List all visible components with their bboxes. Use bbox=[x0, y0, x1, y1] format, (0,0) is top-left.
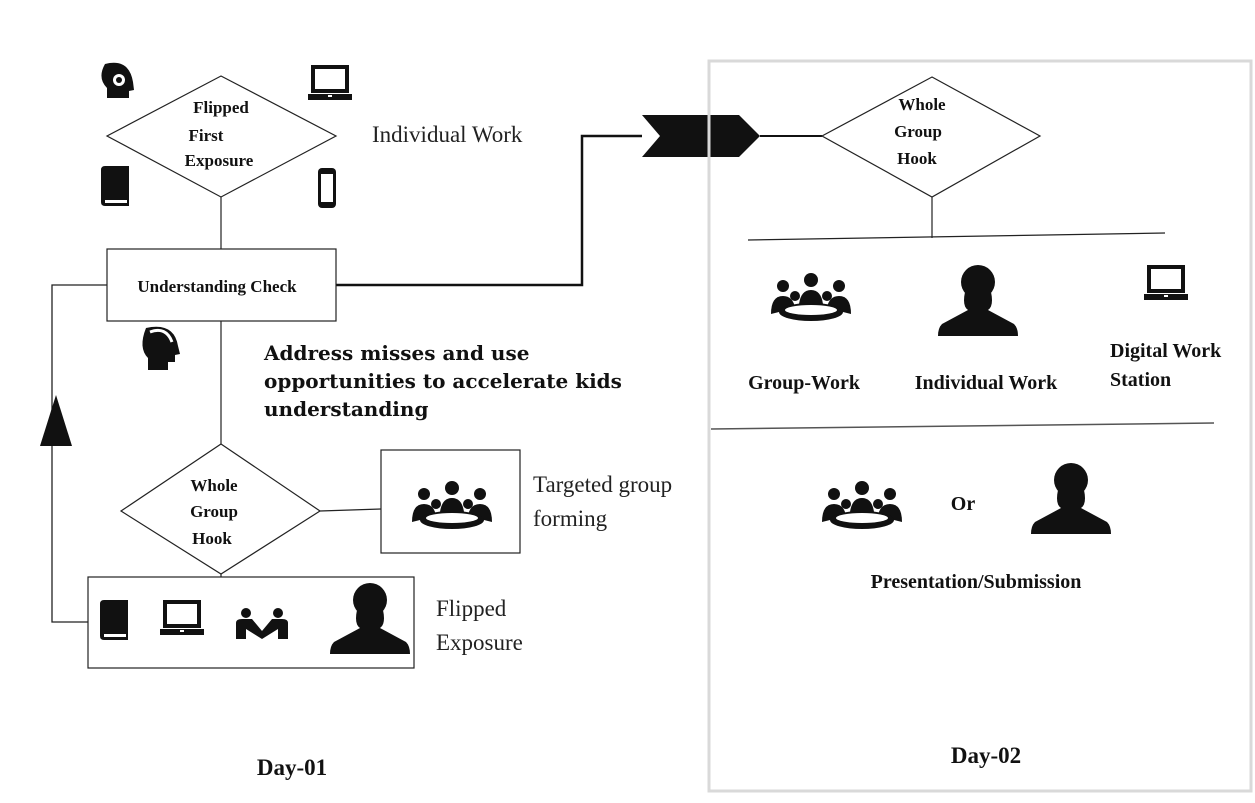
address-note-line-1: Address misses and use bbox=[263, 341, 529, 365]
hook1-label-3: Hook bbox=[192, 529, 232, 548]
hook1-label-2: Group bbox=[190, 502, 238, 521]
phone-icon bbox=[318, 168, 336, 208]
whole-group-hook-diamond-day1 bbox=[119, 443, 322, 575]
person-icon bbox=[938, 265, 1018, 336]
day-02-label: Day-02 bbox=[951, 743, 1021, 768]
individual-work-label-day2: Individual Work bbox=[915, 372, 1058, 394]
or-label: Or bbox=[951, 493, 976, 515]
group-icon bbox=[412, 481, 492, 529]
divider-top bbox=[747, 232, 1166, 241]
group-icon bbox=[771, 273, 851, 321]
address-note-line-2: opportunities to accelerate kids bbox=[264, 369, 622, 393]
feedback-arrowhead bbox=[40, 395, 72, 446]
hook2-label-1: Whole bbox=[898, 95, 946, 114]
day-01-label: Day-01 bbox=[257, 755, 327, 780]
presentation-label: Presentation/Submission bbox=[871, 571, 1082, 593]
flipped-exposure-label-2: Exposure bbox=[436, 630, 523, 655]
digital-work-label-2: Station bbox=[1110, 369, 1171, 391]
targeted-group-label-2: forming bbox=[533, 506, 608, 531]
address-note-line-3: understanding bbox=[264, 397, 428, 421]
feedback-loop-line bbox=[51, 284, 107, 623]
group-work-label: Group-Work bbox=[748, 372, 861, 394]
flipped-first-exposure-diamond bbox=[105, 75, 338, 198]
connector-hook-to-targeted bbox=[319, 508, 382, 512]
headphones-icon bbox=[101, 62, 134, 98]
flipped-first-label-3: Exposure bbox=[185, 151, 254, 170]
flipped-exposure-label-1: Flipped bbox=[436, 596, 507, 621]
day-transition-line bbox=[336, 134, 642, 287]
understanding-check-box bbox=[106, 248, 337, 322]
hook2-label-3: Hook bbox=[897, 149, 937, 168]
laptop-icon bbox=[306, 65, 354, 102]
day-02-panel bbox=[707, 59, 1253, 793]
person-icon bbox=[1031, 463, 1111, 534]
hook1-label-1: Whole bbox=[190, 476, 238, 495]
head-icon bbox=[140, 325, 182, 372]
targeted-group-label-1: Targeted group bbox=[533, 472, 672, 497]
individual-work-label: Individual Work bbox=[372, 122, 523, 147]
flipped-first-label-2: First bbox=[189, 126, 224, 145]
group-icon bbox=[822, 481, 902, 529]
laptop-icon bbox=[1142, 265, 1190, 302]
divider-middle bbox=[710, 422, 1215, 430]
understanding-check-label: Understanding Check bbox=[137, 277, 297, 296]
book-icon bbox=[101, 166, 129, 206]
hook2-label-2: Group bbox=[894, 122, 942, 141]
day-transition-arrow bbox=[642, 115, 760, 157]
flipped-first-label-1: Flipped bbox=[193, 98, 249, 117]
digital-work-label-1: Digital Work bbox=[1110, 340, 1222, 362]
book-icon bbox=[100, 600, 128, 640]
